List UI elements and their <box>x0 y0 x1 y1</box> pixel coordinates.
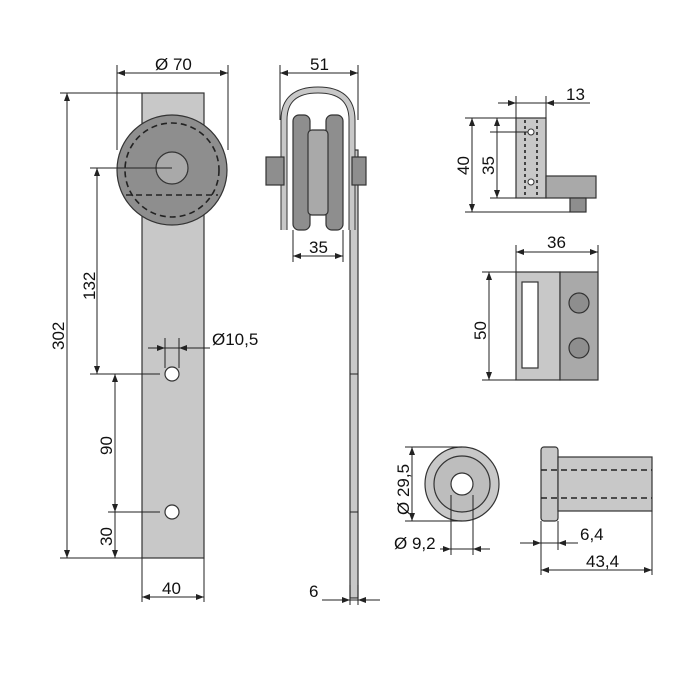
dim-hole-spacing: 90 <box>97 436 116 455</box>
spacer-hole <box>450 472 474 496</box>
bracket-hole-top <box>527 128 535 136</box>
wall-bracket <box>515 117 597 213</box>
dim-bracket-hole: 35 <box>479 156 498 175</box>
bracket-arm <box>545 175 597 199</box>
dim-total-height: 302 <box>49 322 68 350</box>
dim-strap-width: 40 <box>162 579 181 598</box>
dim-hole-dia: Ø10,5 <box>212 330 258 349</box>
bracket-bolt <box>569 197 587 213</box>
axle-nut-right <box>351 156 367 186</box>
dim-side-width: 51 <box>310 55 329 74</box>
dim-spacer-outer: Ø 29,5 <box>394 464 413 515</box>
bracket-hole-bottom <box>527 178 535 186</box>
dim-spacer-inner: Ø 9,2 <box>394 534 436 553</box>
guide-screw-bottom <box>568 337 590 359</box>
front-view-dimensions: Ø 70 302 132 Ø10,5 90 30 <box>49 55 258 602</box>
dim-bolt-head: 6,4 <box>580 525 604 544</box>
dim-bolt-length: 43,4 <box>586 552 619 571</box>
side-view-dimensions: 51 35 6 <box>279 55 380 605</box>
bolt-dimensions: 6,4 43,4 <box>520 511 653 575</box>
dim-bracket-height: 40 <box>454 156 473 175</box>
wheel-center <box>307 129 329 216</box>
dim-wheel-to-hole: 132 <box>80 272 99 300</box>
wall-bracket-dimensions: 13 40 35 <box>454 85 590 213</box>
front-view <box>116 92 228 559</box>
dim-guide-height: 50 <box>471 321 490 340</box>
bolt-head <box>540 446 559 522</box>
wheel-hidden-circle <box>124 122 220 218</box>
guide-right-block <box>559 271 599 381</box>
axle-nut-left <box>265 156 285 186</box>
dim-bracket-depth: 13 <box>566 85 585 104</box>
hole-upper <box>164 366 180 382</box>
guide-screw-top <box>568 292 590 314</box>
dim-hole-bottom: 30 <box>97 527 116 546</box>
guide-slot <box>521 281 539 369</box>
dim-strap-thickness: 6 <box>309 582 318 601</box>
hole-lower <box>164 504 180 520</box>
bolt-shank <box>557 456 653 512</box>
dim-guide-width: 36 <box>547 233 566 252</box>
dim-wheel-width: 35 <box>309 238 328 257</box>
floor-guide-dimensions: 36 50 <box>471 233 599 381</box>
floor-guide <box>515 271 599 381</box>
spacer-dimensions: Ø 29,5 Ø 9,2 <box>394 446 490 555</box>
dim-hanger-width: Ø 70 <box>155 55 192 74</box>
side-view <box>265 86 367 599</box>
spacer <box>424 446 500 522</box>
bolt <box>540 446 653 522</box>
